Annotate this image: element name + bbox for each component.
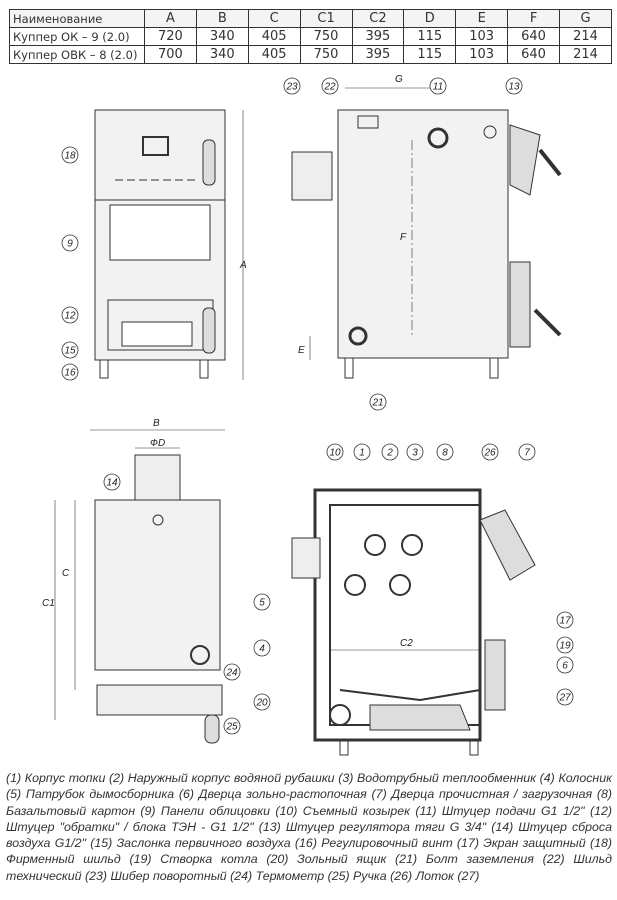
dim-label: E: [298, 345, 305, 356]
table-row: Куппер ОК – 9 (2.0) 720 340 405 750 395 …: [9, 27, 612, 46]
legend-caption: (1) Корпус топки (2) Наружный корпус вод…: [6, 771, 612, 883]
dim-label: F: [400, 232, 407, 243]
callout-number: 12: [64, 311, 76, 322]
callout-circle: [61, 363, 79, 381]
callout-number: 27: [558, 693, 571, 704]
callout-circle: [556, 688, 574, 706]
side-view: [291, 87, 562, 379]
callout-number: 18: [64, 151, 76, 162]
callout-number: 9: [67, 239, 73, 250]
callout-circle: [321, 77, 339, 95]
dim-label: B: [153, 418, 160, 429]
callout-circle: [556, 636, 574, 654]
callout-number: 26: [483, 448, 496, 459]
cell: 405: [247, 27, 301, 46]
callout-number: 1: [359, 448, 365, 459]
callout-circle: [253, 593, 271, 611]
header-cell: Наименование: [9, 9, 145, 28]
callout-number: 15: [64, 346, 76, 357]
callout-number: 11: [433, 82, 443, 93]
cell: Куппер ОВК – 8 (2.0): [9, 45, 145, 64]
callout-number: 13: [508, 82, 520, 93]
callout-circle: [381, 443, 399, 461]
cell: 700: [144, 45, 197, 64]
callout-circle: [253, 639, 271, 657]
callout-number: 14: [106, 478, 118, 489]
callout-number: 16: [64, 368, 76, 379]
callout-number: 7: [524, 448, 530, 459]
callout-circle: [223, 717, 241, 735]
callout-circle: [369, 393, 387, 411]
callout-circle: [481, 443, 499, 461]
callout-circle: [556, 656, 574, 674]
callout-number: 21: [371, 398, 383, 409]
cell: 395: [351, 45, 405, 64]
dim-label: C1: [42, 598, 55, 609]
cell: Куппер ОК – 9 (2.0): [9, 27, 145, 46]
callout-number: 6: [562, 661, 568, 672]
callout-circle: [223, 663, 241, 681]
callout-number: 25: [225, 722, 238, 733]
callout-circle: [253, 693, 271, 711]
section-view: [291, 488, 536, 756]
cell: 214: [559, 27, 612, 46]
header-cell: G: [559, 9, 612, 28]
cell: 750: [299, 27, 353, 46]
callout-number: 19: [559, 641, 571, 652]
callout-number: 4: [259, 644, 265, 655]
table-header-row: Наименование A B C C1 C2 D E F G: [9, 9, 612, 28]
callout-circle: [61, 306, 79, 324]
callout-circle: [353, 443, 371, 461]
callout-circle: [61, 341, 79, 359]
table-row: Куппер ОВК – 8 (2.0) 700 340 405 750 395…: [9, 45, 612, 64]
callout-circle: [103, 473, 121, 491]
callout-number: 3: [412, 448, 418, 459]
callout-circle: [283, 77, 301, 95]
top-view: [54, 429, 225, 744]
callout-circle: [61, 146, 79, 164]
header-cell: A: [144, 9, 197, 28]
front-view: [94, 109, 244, 380]
header-cell: F: [507, 9, 560, 28]
cell: 214: [559, 45, 612, 64]
header-cell: C: [247, 9, 301, 28]
callout-circle: [429, 77, 447, 95]
callout-number: 20: [255, 698, 268, 709]
dim-label: ФD: [150, 438, 165, 449]
callout-number: 24: [225, 668, 238, 679]
callout-number: 23: [285, 82, 298, 93]
dim-label: C: [62, 568, 70, 579]
callout-circle: [436, 443, 454, 461]
callout-number: 8: [442, 448, 448, 459]
dim-label: C2: [400, 638, 413, 649]
callout-circle: [556, 611, 574, 629]
callout-circle: [505, 77, 523, 95]
callout-circle: [406, 443, 424, 461]
cell: 340: [195, 45, 249, 64]
header-cell: C1: [299, 9, 353, 28]
cell: 750: [299, 45, 353, 64]
cell: 405: [247, 45, 301, 64]
dim-label: G: [395, 74, 403, 85]
callout-number: 5: [259, 598, 265, 609]
callout-number: 10: [329, 448, 341, 459]
callout-number: 17: [559, 616, 571, 627]
dimensions-table: Наименование A B C C1 C2 D E F G Куппер …: [9, 9, 612, 64]
callout-number: 2: [386, 448, 393, 459]
callout-circle: [326, 443, 344, 461]
header-cell: E: [455, 9, 509, 28]
callout-circle: [518, 443, 536, 461]
callout-circle: [61, 234, 79, 252]
callout-number: 22: [323, 82, 336, 93]
dim-label: A: [239, 260, 247, 271]
